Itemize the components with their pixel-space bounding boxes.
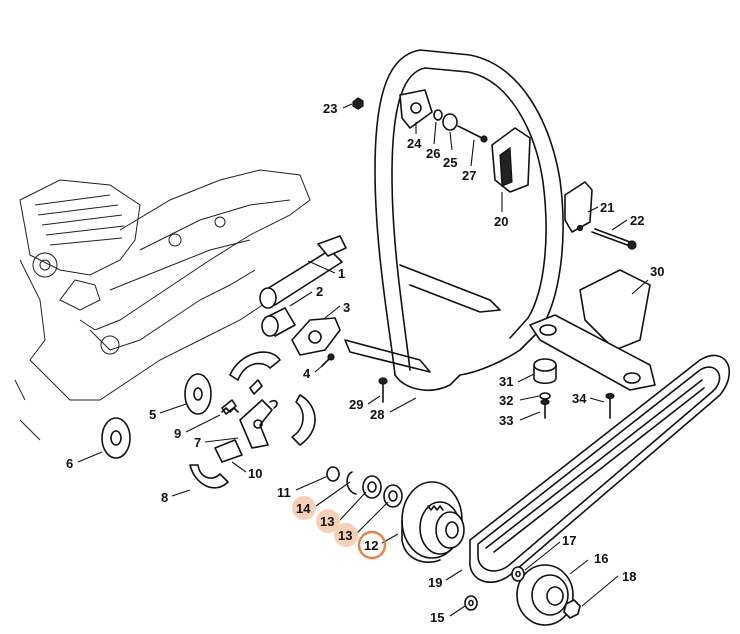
pulley-drum [401,481,465,564]
callout-16: 16 [594,551,608,566]
callout-31: 31 [499,374,513,389]
screw-33 [540,398,550,419]
mount-20 [491,127,531,193]
washer-15 [464,595,478,611]
callout-7: 7 [194,435,201,450]
nut-18 [563,599,581,619]
callout-21: 21 [600,200,614,215]
bearing-stack [326,466,403,508]
part-5-washer [184,373,212,415]
callout-labels: 1 2 3 4 5 6 7 8 9 10 11 12 13 13 14 15 1… [66,101,664,625]
callout-17: 17 [562,533,576,548]
callout-23: 23 [323,101,337,116]
callout-19: 19 [428,575,442,590]
nut-23 [352,97,364,110]
callout-10: 10 [248,466,262,481]
sleeve-25-26 [433,109,458,131]
callout-11: 11 [277,485,291,500]
callout-34: 34 [572,391,587,406]
callout-highlights [292,496,387,560]
callout-33: 33 [499,413,513,428]
callout-30: 30 [650,264,664,279]
part-9-spring [221,407,239,413]
part-6-washer [101,417,131,459]
belt-guard-30 [529,269,656,391]
callout-25: 25 [443,155,457,170]
callout-2: 2 [316,284,323,299]
screw-34 [605,392,615,419]
bolt-22 [591,228,637,250]
callout-26: 26 [426,146,440,161]
callout-18: 18 [622,569,636,584]
clutch-assembly [189,351,316,489]
washer-32 [539,392,551,400]
callout-32: 32 [499,393,513,408]
callout-28: 28 [370,407,384,422]
bolt-27 [457,125,488,143]
callout-4: 4 [303,366,311,381]
callout-20: 20 [494,214,508,229]
callout-24: 24 [407,136,422,151]
part-4-screw [321,353,335,367]
part-1-sleeve [259,235,347,309]
callout-13a: 13 [320,514,334,529]
callout-15: 15 [430,610,444,625]
handle-bar [344,49,564,391]
clamp-21 [564,181,593,233]
callout-13b: 13 [338,528,352,543]
buffer-31 [533,358,557,385]
callout-29: 29 [349,397,363,412]
callout-8: 8 [161,490,168,505]
callout-27: 27 [462,168,476,183]
highlight-14 [292,496,316,520]
washer-17 [511,566,525,582]
leader-lines [77,103,649,617]
highlight-13b [334,523,358,547]
v-belt [469,354,731,584]
plate-24 [399,89,433,129]
callout-1: 1 [338,266,345,281]
part-2-buffer [261,307,296,337]
highlight-13a [316,509,340,533]
callout-6: 6 [66,456,73,471]
callout-9: 9 [174,426,181,441]
callout-3: 3 [343,300,350,315]
part-3-bracket [291,317,341,356]
engine-housing [14,169,311,441]
screw-29 [378,377,388,403]
highlight-ring-12 [357,530,387,560]
callout-5: 5 [149,407,156,422]
callout-22: 22 [630,213,644,228]
pulley-16 [516,564,574,626]
callout-12: 12 [364,538,378,553]
callout-14: 14 [296,501,311,516]
